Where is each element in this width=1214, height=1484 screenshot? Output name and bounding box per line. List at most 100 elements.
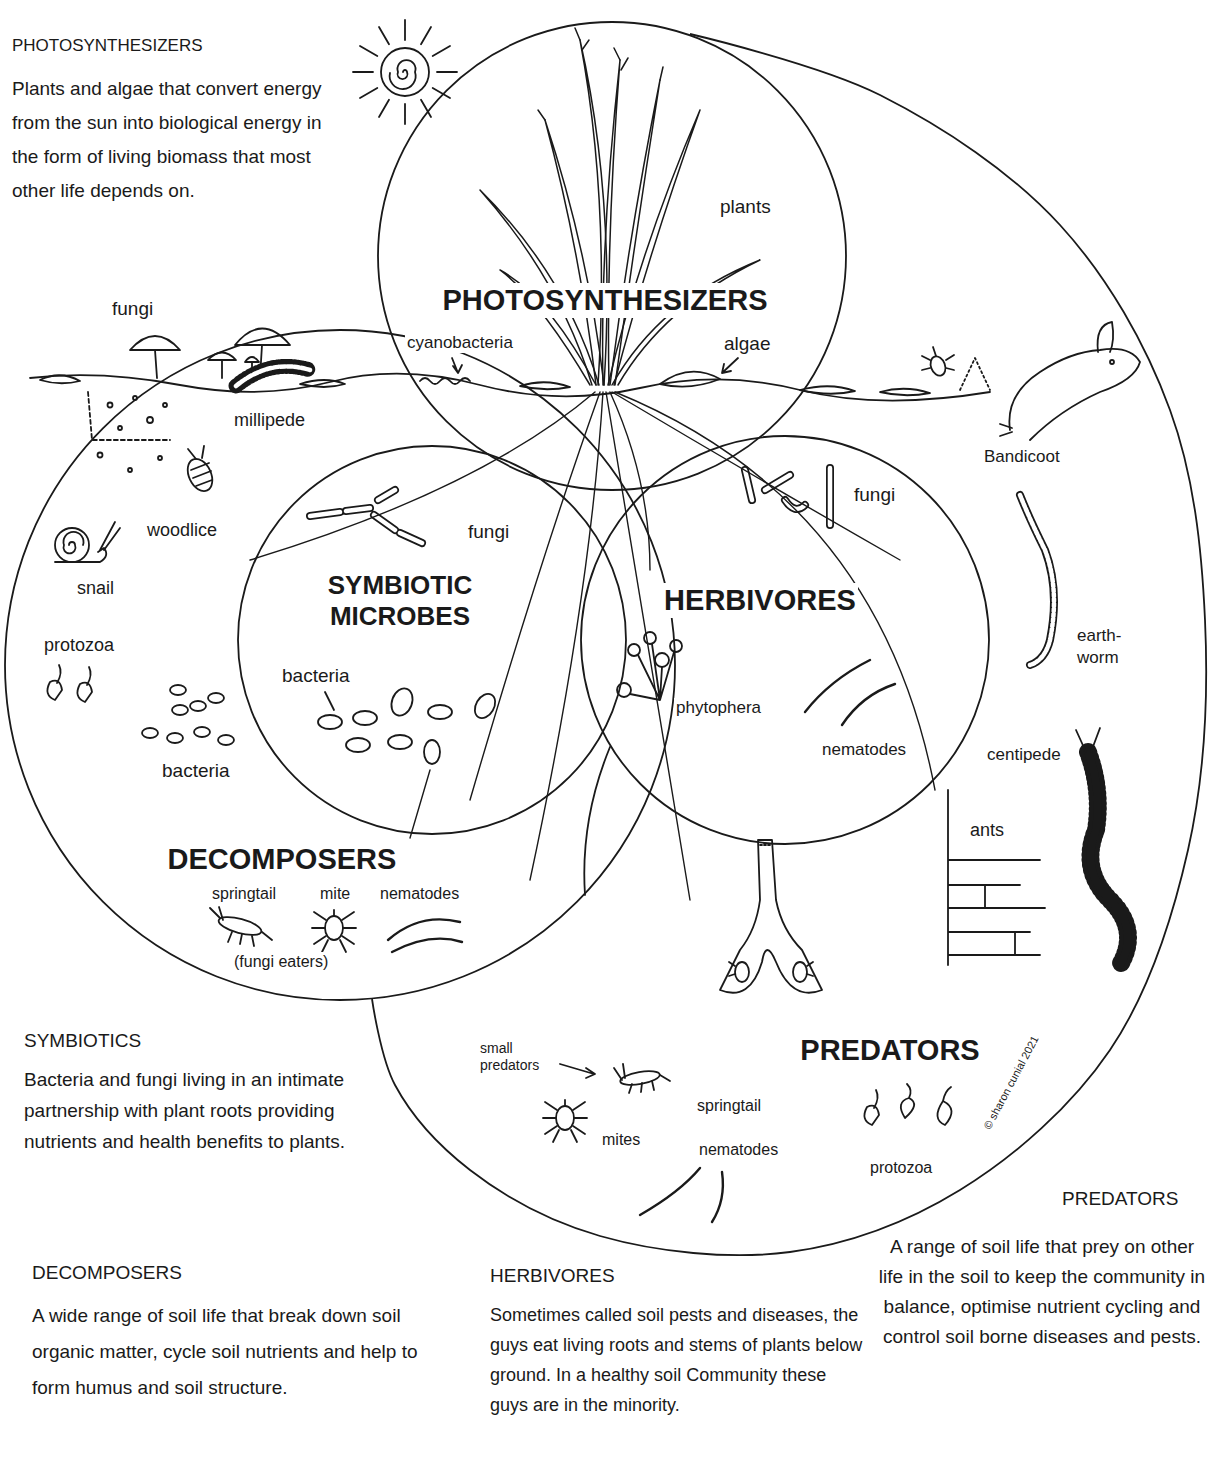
label-holder: DECOMPOSERS [30, 1262, 184, 1285]
section-heading: PHOTOSYNTHESIZERS [10, 36, 205, 56]
region-heading: PHOTOSYNTHESIZERS [441, 283, 770, 318]
label-holder: centipede [985, 745, 1063, 765]
millipede [236, 366, 310, 386]
organism-label: snail [75, 578, 116, 600]
description-text: Plants and algae that convert energy fro… [10, 72, 334, 208]
label-holder: protozoa [868, 1158, 934, 1177]
label-holder: fungi [466, 521, 511, 544]
label-holder: Plants and algae that convert energy fro… [10, 72, 334, 208]
mushrooms [130, 329, 290, 379]
sun [353, 20, 457, 124]
organism-label: springtail [210, 884, 278, 903]
ground-surface [30, 374, 990, 472]
heading-holder: SYMBIOTIC MICROBES [293, 570, 507, 632]
organism-label: protozoa [42, 635, 116, 657]
label-holder: plants [718, 196, 773, 219]
predator-region-inner-edge [584, 747, 610, 895]
label-holder: nematodes [378, 884, 461, 903]
leader-arrows [560, 1064, 595, 1078]
label-holder: small predators [478, 1040, 554, 1074]
snail [55, 522, 120, 562]
organism-label: cyanobacteria [405, 333, 515, 353]
label-holder: bacteria [160, 760, 232, 783]
organism-label: mites [600, 1130, 642, 1149]
label-holder: SYMBIOTICS [22, 1030, 143, 1053]
label-holder: PREDATORS [1060, 1188, 1181, 1211]
organism-label: algae [722, 333, 773, 356]
label-holder: springtail [210, 884, 278, 903]
heading-holder: PREDATORS [798, 1033, 981, 1068]
label-holder: Bandicoot [982, 447, 1062, 467]
organism-label: springtail [695, 1096, 763, 1115]
label-holder: fungi [110, 298, 155, 321]
organism-label: mite [318, 884, 352, 903]
organism-label: fungi [466, 521, 511, 544]
herbivores-circle: HERBIVORES [580, 435, 990, 845]
organism-label: fungi [852, 484, 897, 507]
organism-label: Bandicoot [982, 447, 1062, 467]
organism-label: plants [718, 196, 773, 219]
label-holder: Bacteria and fungi living in an intimate… [22, 1064, 366, 1157]
label-holder: ants [968, 820, 1006, 842]
phytophthora [617, 632, 682, 700]
label-holder: cyanobacteria [405, 333, 515, 353]
region-outline [237, 445, 627, 835]
section-heading: DECOMPOSERS [30, 1262, 184, 1285]
label-holder: mites [600, 1130, 642, 1149]
region-outline-circle [5, 330, 675, 1000]
region-outline-circle [378, 22, 846, 490]
plant-roots [250, 392, 935, 900]
organism-label: millipede [232, 410, 307, 432]
label-holder: bacteria [280, 665, 352, 688]
description-text: A wide range of soil life that break dow… [30, 1298, 454, 1406]
region-outline [377, 21, 847, 491]
organism-label: protozoa [868, 1158, 934, 1177]
woodlouse [183, 446, 217, 495]
organism-label: small predators [478, 1040, 554, 1074]
organism-label: earth- worm [1075, 625, 1149, 669]
predator-burrow [720, 840, 822, 993]
section-heading: SYMBIOTICS [22, 1030, 143, 1053]
organism-label: nematodes [820, 740, 908, 760]
section-heading: PREDATORS [1060, 1188, 1181, 1211]
organism-label: nematodes [697, 1140, 780, 1159]
label-holder: PHOTOSYNTHESIZERS [10, 36, 205, 56]
region-outline-circle [581, 436, 989, 844]
cyanobacteria-and-algae [420, 358, 738, 387]
photosynthesizers-circle: PHOTOSYNTHESIZERS [377, 21, 847, 491]
centipede [1076, 728, 1128, 965]
region-heading: SYMBIOTIC MICROBES [293, 570, 507, 632]
label-holder: springtail [695, 1096, 763, 1115]
region-outline [580, 435, 990, 845]
label-holder: HERBIVORES [488, 1265, 617, 1288]
region-heading: PREDATORS [798, 1033, 981, 1068]
organism-label: bacteria [160, 760, 232, 783]
region-outline-circle [238, 446, 626, 834]
label-holder: millipede [232, 410, 307, 432]
label-holder: protozoa [42, 635, 116, 657]
organism-label: phytophera [674, 698, 763, 718]
label-holder: phytophera [674, 698, 763, 718]
organism-note: (fungi eaters) [232, 952, 330, 971]
label-holder: A wide range of soil life that break dow… [30, 1298, 454, 1406]
label-holder: earth- worm [1075, 625, 1149, 669]
bandicoot [922, 322, 1140, 440]
bacteria [142, 685, 499, 764]
label-holder: A range of soil life that prey on other … [876, 1232, 1208, 1352]
section-heading: HERBIVORES [488, 1265, 617, 1288]
heading-holder: HERBIVORES [662, 583, 858, 618]
label-holder: woodlice [145, 520, 219, 542]
region-heading: DECOMPOSERS [166, 842, 399, 877]
organism-label: bacteria [280, 665, 352, 688]
region-heading: HERBIVORES [662, 583, 858, 618]
fungal-hyphae [310, 468, 830, 543]
label-holder: © sharon cunial 2021 [977, 1030, 1044, 1134]
label-holder: mite [318, 884, 352, 903]
description-text: Bacteria and fungi living in an intimate… [22, 1064, 366, 1157]
label-holder: algae [722, 333, 773, 356]
organism-label: woodlice [145, 520, 219, 542]
heading-holder: DECOMPOSERS [166, 842, 399, 877]
description-text: Sometimes called soil pests and diseases… [488, 1300, 870, 1420]
organism-label: ants [968, 820, 1006, 842]
